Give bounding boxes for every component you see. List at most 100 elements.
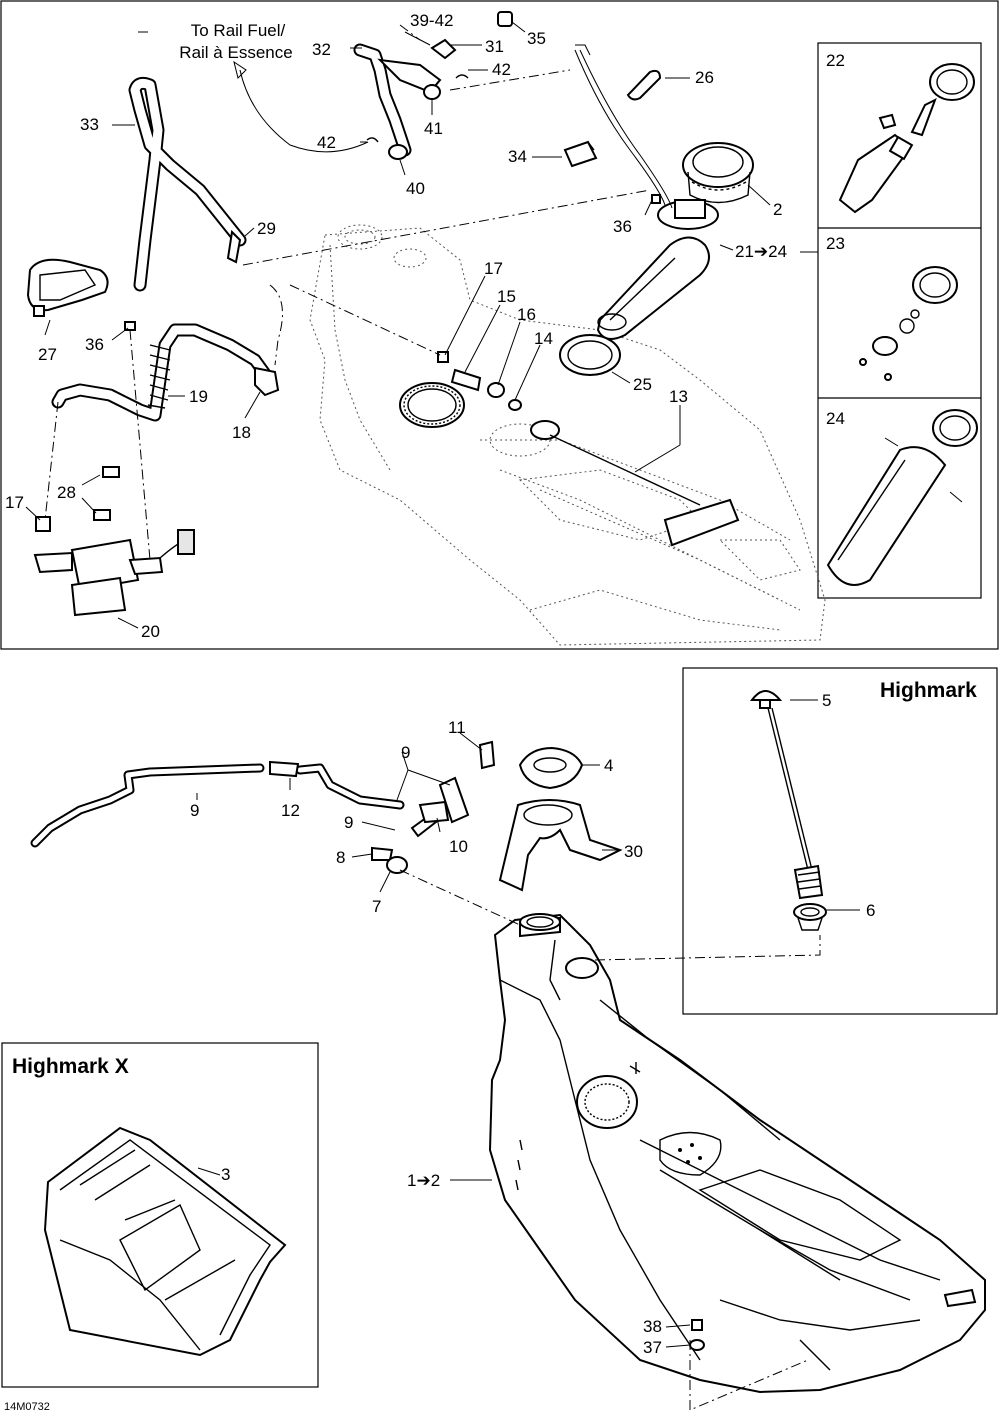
inset-title-highmark: Highmark: [880, 679, 977, 702]
hose-end-part-29: [226, 229, 242, 264]
clamp-part-41: [423, 84, 441, 100]
clip-part-42a: [455, 74, 469, 79]
document-code: 14M0732: [4, 1401, 50, 1413]
fuel-cap-part-4: [518, 746, 584, 790]
callout-38: 38: [643, 1317, 662, 1336]
callout-17b: 17: [5, 493, 24, 512]
callout-labels: To Rail Fuel/ Rail à Essence 39-42 35 32…: [4, 11, 977, 1413]
nut-part-17a: [437, 351, 449, 363]
washer-part-37: [689, 1339, 705, 1351]
inset-23-parts: [859, 266, 958, 381]
callout-20: 20: [141, 622, 160, 641]
callout-34: 34: [508, 147, 527, 166]
callout-22: 22: [826, 51, 845, 70]
clamp-part-40: [388, 144, 408, 160]
guard-part-27: [26, 258, 109, 317]
tank-guard-part-3: [43, 1126, 287, 1357]
callout-9a: 9: [401, 743, 410, 762]
hose-part-9b: [438, 776, 470, 824]
callout-13: 13: [669, 387, 688, 406]
callout-28: 28: [57, 483, 76, 502]
hose-part-19: [51, 323, 275, 422]
hose-part-32: [353, 43, 442, 157]
dipstick-part-5: [750, 690, 824, 900]
callout-18: 18: [232, 423, 251, 442]
tee-part-10: [418, 800, 450, 824]
callout-8: 8: [336, 848, 345, 867]
callout-17a: 17: [484, 259, 503, 278]
callout-14: 14: [534, 329, 553, 348]
callout-36a: 36: [613, 217, 632, 236]
callout-19: 19: [189, 387, 208, 406]
pump-inset-frame: [817, 42, 982, 599]
callout-6: 6: [866, 901, 875, 920]
callout-30: 30: [624, 842, 643, 861]
callout-23: 23: [826, 234, 845, 253]
bolt-part-28a: [102, 466, 120, 478]
bolt-part-28b: [93, 509, 111, 521]
pump-opening-ring: [399, 382, 465, 428]
callout-26: 26: [695, 68, 714, 87]
spacer-part-35: [497, 11, 513, 27]
inset-title-highmark-x: Highmark X: [12, 1055, 129, 1078]
nut-part-17b: [35, 516, 51, 532]
cap-part-26: [626, 69, 662, 101]
gasket-part-25: [559, 334, 621, 376]
clip-part-42b: [366, 137, 379, 143]
callout-9c: 9: [344, 813, 353, 832]
lock-ring-part-2: [682, 142, 754, 204]
callout-21-24: 21➔24: [735, 242, 787, 261]
highmark-x-inset-frame: [1, 1042, 319, 1388]
callout-25: 25: [633, 375, 652, 394]
callout-rail-fuel: To Rail Fuel/: [191, 21, 286, 40]
callout-7: 7: [372, 897, 381, 916]
callout-5: 5: [822, 691, 831, 710]
callout-3: 3: [221, 1165, 230, 1184]
fuel-pump-module: [574, 44, 719, 340]
callout-32: 32: [312, 40, 331, 59]
callout-24: 24: [826, 409, 845, 428]
callout-41: 41: [424, 119, 443, 138]
callout-42b: 42: [317, 133, 336, 152]
fitting-part-8: [371, 846, 394, 861]
callout-29: 29: [257, 219, 276, 238]
callout-10: 10: [449, 837, 468, 856]
top-leader-lines: [25, 21, 818, 629]
fuel-tank-part-1: [488, 913, 986, 1394]
callout-9b: 9: [190, 801, 199, 820]
highmark-inset-frame: [682, 667, 998, 1015]
callout-rail-essence: Rail à Essence: [179, 43, 292, 62]
callout-35: 35: [527, 29, 546, 48]
clamp-part-31: [430, 38, 457, 60]
callout-2-top: 2: [773, 200, 782, 219]
fitting-part-12: [269, 760, 300, 778]
callout-12: 12: [281, 801, 300, 820]
hose-part-33: [128, 76, 247, 292]
callout-1-2: 1➔2: [407, 1171, 440, 1190]
grommet-part-7: [386, 856, 408, 874]
callout-16: 16: [517, 305, 536, 324]
callout-31: 31: [485, 37, 504, 56]
callout-40: 40: [406, 179, 425, 198]
inset-24-parts: [826, 409, 978, 586]
vent-hose-part-9: [30, 763, 405, 848]
nut-part-38: [691, 1319, 703, 1331]
clamp-part-36a: [651, 194, 661, 204]
fitting-part-15: [450, 368, 482, 392]
elbow-part-18: [254, 366, 280, 397]
callout-11: 11: [448, 718, 466, 737]
callout-15: 15: [497, 287, 516, 306]
bushing-part-16: [487, 382, 505, 398]
callout-4: 4: [604, 756, 613, 775]
valve-part-11: [478, 740, 496, 770]
level-sender-part-13: [530, 420, 740, 547]
inset-22-parts: [838, 63, 975, 214]
callout-42a: 42: [492, 60, 511, 79]
callout-27: 27: [38, 345, 57, 364]
fuel-pump-part-20: [33, 529, 195, 617]
part-34: [563, 140, 598, 168]
callout-37: 37: [643, 1338, 662, 1357]
shield-part-30: [498, 799, 623, 892]
callout-39-42: 39-42: [410, 11, 453, 30]
